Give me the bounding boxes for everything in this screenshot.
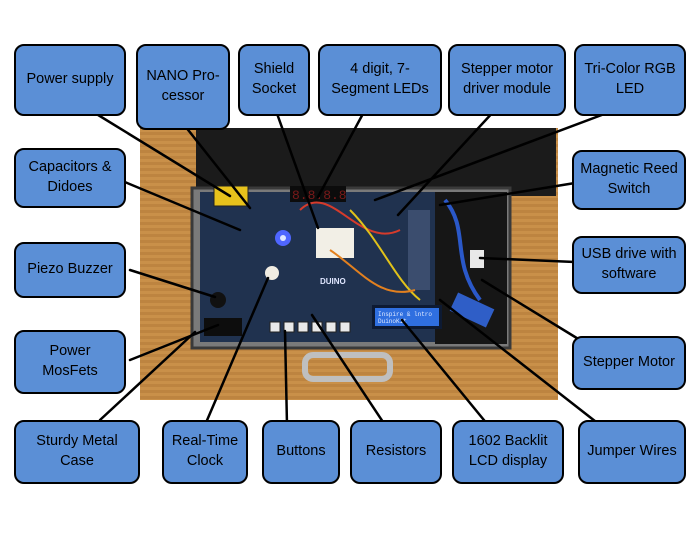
callout-shield-socket: Shield Socket xyxy=(238,44,310,116)
callout-piezo: Piezo Buzzer xyxy=(14,242,126,298)
leader-stepper-motor xyxy=(480,278,582,342)
leader-capacitors xyxy=(118,178,242,232)
rtc-knob xyxy=(265,266,279,280)
leader-buttons xyxy=(283,329,289,427)
callout-usb-drive: USB drive with software xyxy=(572,236,686,294)
button-row xyxy=(269,321,351,333)
leader-mosfets xyxy=(128,323,220,362)
case-lid xyxy=(196,128,556,196)
callout-lcd-display: 1602 Backlit LCD display xyxy=(452,420,564,484)
lcd-line-2: DuinoKit xyxy=(378,318,407,325)
leader-rtc xyxy=(203,276,270,427)
leader-jumper xyxy=(438,298,602,427)
mosfet-block xyxy=(204,318,242,336)
callout-metal-case: Sturdy Metal Case xyxy=(14,420,140,484)
leader-lcd xyxy=(400,318,490,427)
case-handle xyxy=(302,352,393,382)
callout-power-supply: Power supply xyxy=(14,44,126,116)
callout-resistors: Resistors xyxy=(350,420,442,484)
leader-piezo xyxy=(128,268,217,299)
usb-cable xyxy=(443,198,482,302)
callout-mosfets: Power MosFets xyxy=(14,330,126,394)
board-brand: DUINO xyxy=(320,277,346,286)
leader-nano xyxy=(183,124,252,210)
leader-seven-seg xyxy=(316,108,367,199)
leader-case xyxy=(98,330,197,422)
callout-rgb-led: Tri-Color RGB LED xyxy=(574,44,686,116)
piezo-buzzer-body xyxy=(210,292,226,308)
lcd-screen xyxy=(375,308,439,326)
resistor-array xyxy=(408,210,430,290)
callout-seven-segment: 4 digit, 7- Segment LEDs xyxy=(318,44,442,116)
usb-drive xyxy=(470,250,484,268)
callout-jumper-wires: Jumper Wires xyxy=(578,420,686,484)
leader-usb xyxy=(478,256,577,264)
jumper-wire-yellow xyxy=(349,209,421,301)
leader-stepper-driver xyxy=(396,108,497,217)
jumper-wire-orange xyxy=(329,249,416,293)
callout-capacitors: Capacitors & Didoes xyxy=(14,148,126,208)
stepper-motor-cable-pack xyxy=(449,292,495,328)
callout-nano-processor: NANO Pro- cessor xyxy=(136,44,230,130)
callout-rtc: Real-Time Clock xyxy=(162,420,248,484)
callout-reed-switch: Magnetic Reed Switch xyxy=(572,150,686,210)
leader-reed xyxy=(438,181,577,207)
leader-power-supply xyxy=(88,108,232,198)
rgb-led-core xyxy=(280,235,286,241)
leader-rgb xyxy=(373,108,617,202)
callout-stepper-motor: Stepper Motor xyxy=(572,336,686,390)
callout-stepper-driver: Stepper motor driver module xyxy=(448,44,566,116)
leader-resistors xyxy=(310,313,387,427)
lcd-line-1: Inspire & lntro xyxy=(378,311,432,318)
leader-lines xyxy=(88,106,617,427)
leader-shield xyxy=(273,106,320,230)
callout-buttons: Buttons xyxy=(262,420,340,484)
